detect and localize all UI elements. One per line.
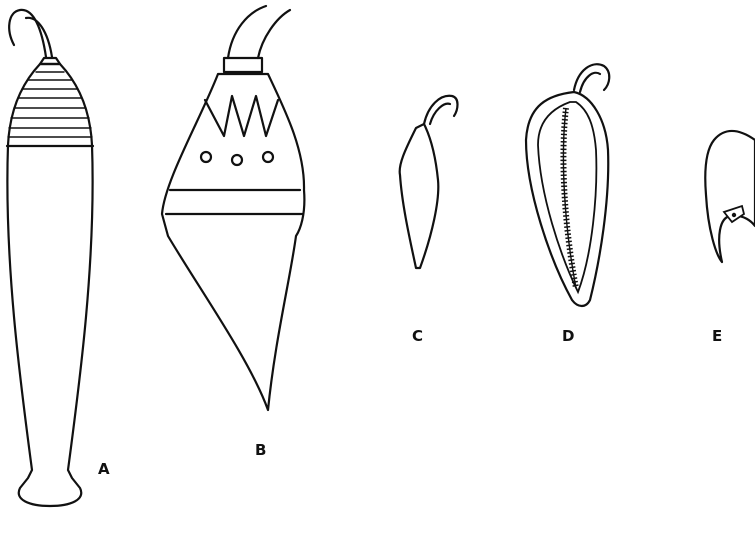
- vessel-b-collar: [224, 58, 262, 72]
- vessel-a-hook-inner: [26, 18, 52, 57]
- vessel-b: [162, 6, 304, 410]
- vessel-b-body: [162, 74, 304, 410]
- label-e: E: [712, 327, 722, 345]
- vessel-e-tip-dot: [732, 213, 736, 217]
- vessel-b-dot-1: [201, 152, 211, 162]
- vessel-b-dot-3: [263, 152, 273, 162]
- vessel-c-body: [400, 124, 439, 268]
- label-c: C: [412, 327, 423, 345]
- vessel-b-zigzag: [205, 96, 278, 136]
- vessel-d-hook: [574, 64, 609, 90]
- vessel-c-hook: [424, 96, 458, 124]
- vessel-e-body: [705, 131, 755, 262]
- vessel-a-body: [7, 64, 92, 506]
- vessel-c: [400, 96, 458, 268]
- vessel-b-spout-right: [258, 10, 290, 58]
- vessel-c-hook-inner: [430, 104, 450, 124]
- vessel-d: [526, 64, 609, 306]
- vessel-a: [7, 10, 93, 506]
- vessel-b-dot-2: [232, 155, 242, 165]
- vessel-d-hook-inner: [580, 73, 600, 92]
- label-a: A: [98, 460, 110, 478]
- label-d: D: [562, 327, 574, 345]
- label-b: B: [255, 441, 266, 459]
- vessel-a-bands: [7, 72, 93, 146]
- vessel-e: [705, 131, 755, 262]
